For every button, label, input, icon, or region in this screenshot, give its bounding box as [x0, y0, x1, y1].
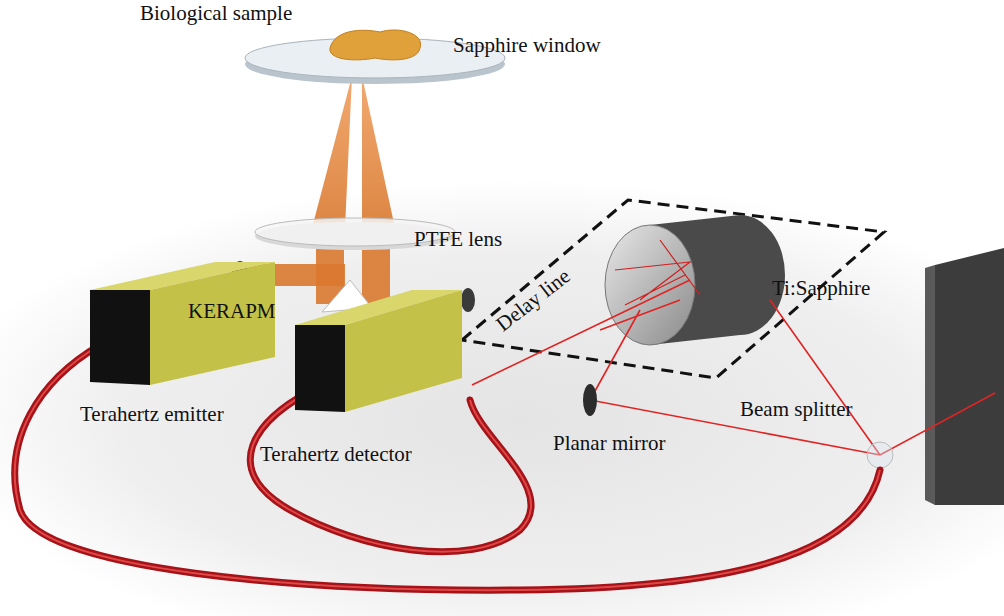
part-label: Biological sample	[140, 2, 292, 25]
terahertz-module: Terahertz detector	[255, 290, 470, 480]
fiber-highlight	[250, 385, 531, 552]
part-label: Beam splitter	[740, 398, 853, 421]
terahertz-module: Terahertz emitter	[75, 255, 285, 430]
beam-splitter-optic	[867, 442, 893, 468]
part-label: Planar mirror	[553, 432, 666, 455]
laser-box-side	[925, 265, 935, 505]
module-face	[345, 290, 462, 412]
module-face	[90, 290, 150, 385]
module-face	[295, 325, 345, 412]
thz-beam	[312, 76, 352, 228]
module-label: Terahertz emitter	[80, 403, 224, 426]
floor-shadow	[0, 180, 1004, 616]
biological-sample	[330, 30, 421, 60]
detector-lens	[461, 288, 475, 312]
part-label: KERAPM	[188, 300, 276, 323]
laser-beam	[472, 280, 995, 455]
laser-box	[935, 248, 1004, 505]
part-label: Ti:Sapphire	[772, 277, 870, 300]
part-label: PTFE lens	[414, 228, 502, 251]
part-label: Sapphire window	[453, 34, 601, 57]
thz-beam	[362, 76, 395, 228]
optical-fiber	[250, 385, 531, 552]
module-label: Terahertz detector	[260, 443, 412, 466]
cylinder-face	[605, 225, 695, 345]
module-face	[150, 262, 275, 385]
planar-mirror-optic	[583, 384, 597, 416]
